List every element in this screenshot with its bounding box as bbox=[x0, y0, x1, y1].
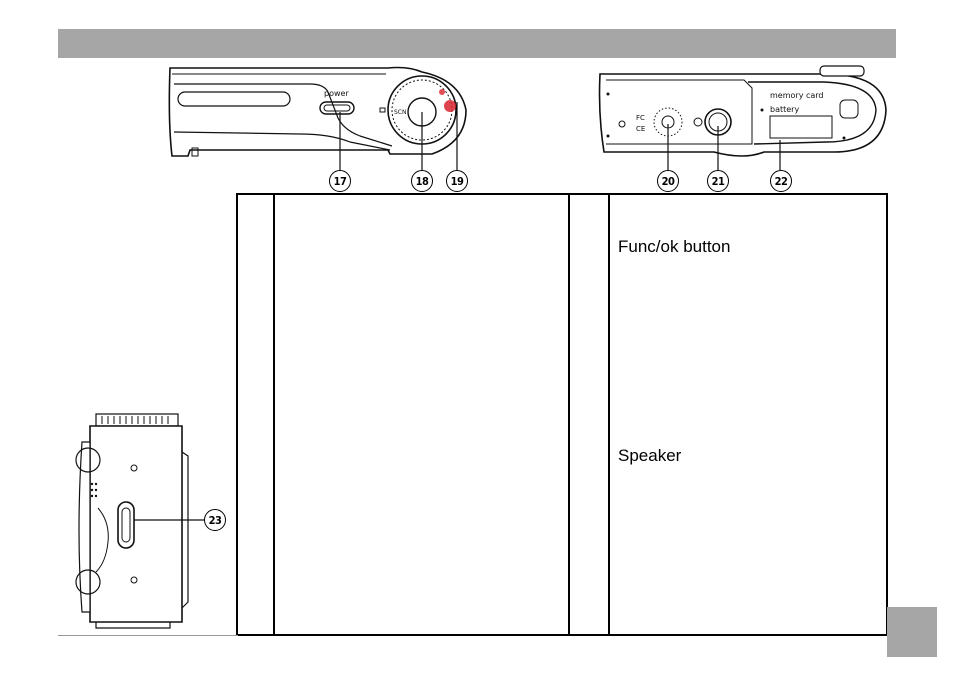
callout-17: 17 bbox=[329, 170, 351, 192]
ce-mark: CE bbox=[636, 125, 645, 133]
table-divider-3 bbox=[608, 195, 610, 634]
leader-lines-top bbox=[339, 102, 781, 170]
callout-20: 20 bbox=[657, 170, 679, 192]
fcc-mark: FC bbox=[636, 114, 645, 122]
func-ok-button-label: Func/ok button bbox=[618, 237, 731, 256]
description-table: Func/ok button Speaker bbox=[236, 193, 888, 636]
table-divider-2 bbox=[568, 195, 570, 634]
bottom-rule bbox=[58, 635, 238, 636]
callout-21: 21 bbox=[707, 170, 729, 192]
memory-card-label: memory card bbox=[770, 91, 824, 100]
battery-label: battery bbox=[770, 105, 799, 114]
camera-bottom-view: memory card battery FC CE bbox=[598, 65, 887, 157]
callout-22: 22 bbox=[770, 170, 792, 192]
header-bar bbox=[58, 29, 896, 58]
callout-19: 19 bbox=[446, 170, 468, 192]
power-label: power bbox=[324, 89, 349, 98]
callout-23: 23 bbox=[204, 509, 226, 531]
page-tab bbox=[887, 607, 937, 657]
camera-top-view: power SCN bbox=[168, 66, 467, 157]
camera-side-view bbox=[75, 413, 204, 629]
svg-text:SCN: SCN bbox=[394, 109, 407, 116]
speaker-label: Speaker bbox=[618, 446, 682, 465]
table-divider-1 bbox=[273, 195, 275, 634]
callout-18: 18 bbox=[411, 170, 433, 192]
